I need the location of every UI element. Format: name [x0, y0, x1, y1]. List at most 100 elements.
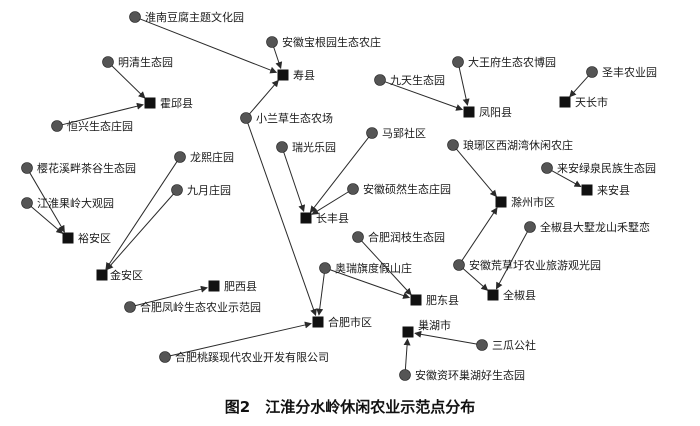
edge-s04-to-c02: [61, 102, 144, 126]
site-circle-marker: [102, 56, 114, 68]
node-label: 马郢社区: [382, 126, 426, 140]
node-label: 小兰草生态农场: [256, 111, 333, 125]
site-circle-marker: [319, 262, 331, 274]
county-square-marker: [402, 326, 414, 338]
node-label: 肥东县: [426, 294, 459, 307]
node-label: 琅琊区西湖湾休闲农庄: [463, 138, 573, 152]
site-circle-marker: [171, 184, 183, 196]
node-label: 长丰县: [316, 212, 349, 225]
site-circle-marker: [266, 36, 278, 48]
county-node: 合肥市区: [312, 315, 372, 329]
county-node: 凤阳县: [463, 106, 512, 119]
edge-s01-to-c01: [139, 18, 278, 74]
edge-s17-to-c09: [106, 193, 175, 271]
county-square-marker: [495, 196, 507, 208]
site-node: 小兰草生态农场: [240, 111, 333, 125]
site-node: 九月庄园: [171, 183, 231, 197]
edge-s20-to-c11: [329, 269, 411, 299]
county-square-marker: [62, 232, 74, 244]
node-label: 安徽硕然生态庄园: [363, 182, 451, 196]
site-node: 圣丰农业园: [586, 65, 657, 79]
node-label: 奥瑞旗度假山庄: [335, 261, 412, 275]
county-square-marker: [487, 289, 499, 301]
county-node: 来安县: [581, 183, 630, 197]
site-node: 九天生态园: [374, 73, 445, 87]
edge-s23-to-c14: [414, 330, 478, 345]
node-label: 三瓜公社: [492, 338, 536, 352]
site-circle-marker: [51, 120, 63, 132]
site-circle-marker: [124, 301, 136, 313]
edge-s03-to-c02: [111, 65, 146, 99]
county-square-marker: [144, 97, 156, 109]
county-square-marker: [96, 269, 108, 281]
node-label: 金安区: [110, 268, 143, 282]
site-circle-marker: [524, 221, 536, 233]
figure-caption: 图2 江淮分水岭休闲农业示范点分布: [225, 398, 475, 416]
site-circle-marker: [129, 11, 141, 23]
site-node: 淮南豆腐主题文化园: [129, 10, 244, 24]
node-label: 江淮果岭大观园: [37, 196, 114, 210]
site-node: 合肥润枝生态园: [352, 230, 445, 244]
site-circle-marker: [159, 351, 171, 363]
county-square-marker: [559, 96, 571, 108]
node-label: 巢湖市: [418, 318, 451, 332]
node-label: 肥西县: [224, 280, 257, 293]
site-circle-marker: [476, 339, 488, 351]
site-node: 马郢社区: [366, 126, 426, 140]
county-node: 金安区: [96, 268, 143, 282]
edge-s24-to-c13: [169, 321, 312, 357]
edge-s14-to-c09: [105, 160, 178, 270]
node-label: 裕安区: [78, 231, 111, 245]
county-node: 寿县: [277, 68, 315, 82]
county-node: 巢湖市: [402, 318, 451, 338]
site-node: 全椒县大墅龙山禾墅恋: [524, 220, 650, 234]
node-label: 寿县: [293, 68, 315, 82]
county-square-marker: [312, 316, 324, 328]
county-node: 滁州市区: [495, 195, 555, 209]
site-node: 安徽资环巢湖好生态园: [399, 368, 525, 382]
node-label: 霍邱县: [160, 97, 193, 110]
site-circle-marker: [452, 56, 464, 68]
node-label: 大王府生态农博园: [468, 55, 556, 69]
edge-s25-to-c14: [403, 338, 411, 371]
site-node: 江淮果岭大观园: [21, 196, 114, 210]
node-label: 圣丰农业园: [602, 65, 657, 79]
node-label: 天长市: [575, 95, 608, 109]
site-node: 合肥桃蹊现代农业开发有限公司: [159, 350, 329, 364]
site-circle-marker: [399, 369, 411, 381]
node-label: 来安县: [597, 183, 630, 197]
edge-s13-to-c08: [29, 172, 65, 233]
site-circle-marker: [453, 259, 465, 271]
site-node: 樱花溪畔茶谷生态园: [21, 161, 136, 175]
site-node: 安徽荒草圩农业旅游观光园: [453, 258, 601, 272]
node-label: 安徽资环巢湖好生态园: [415, 368, 525, 382]
edge-s05-to-c13: [247, 122, 317, 317]
node-label: 安徽宝根园生态农庄: [282, 35, 381, 49]
site-circle-marker: [240, 112, 252, 124]
edge-s21-to-c07: [461, 207, 498, 262]
node-label: 瑞光乐园: [292, 140, 336, 154]
county-node: 全椒县: [487, 288, 536, 302]
edge-s06-to-c03: [458, 66, 470, 106]
node-label: 樱花溪畔茶谷生态园: [37, 161, 136, 175]
county-square-marker: [410, 294, 422, 306]
edge-s10-to-c06: [309, 136, 370, 214]
county-node: 长丰县: [300, 212, 349, 225]
site-circle-marker: [21, 197, 33, 209]
edge-s12-to-c05: [551, 169, 582, 188]
site-node: 大王府生态农博园: [452, 55, 556, 69]
edge-s05-to-c01: [248, 79, 279, 115]
edge-s15-to-c06: [311, 191, 350, 215]
edge-s07-to-c03: [384, 81, 464, 111]
site-circle-marker: [347, 183, 359, 195]
node-label: 九月庄园: [187, 183, 231, 197]
edge-s18-to-c12: [495, 231, 529, 290]
node-label: 合肥润枝生态园: [368, 230, 445, 244]
county-node: 肥西县: [208, 280, 257, 293]
site-node: 琅琊区西湖湾休闲农庄: [447, 138, 573, 152]
edge-s08-to-c04: [569, 75, 590, 98]
edge-s02-to-c01: [273, 46, 283, 70]
county-square-marker: [300, 212, 312, 224]
edge-s19-to-c11: [361, 240, 412, 296]
